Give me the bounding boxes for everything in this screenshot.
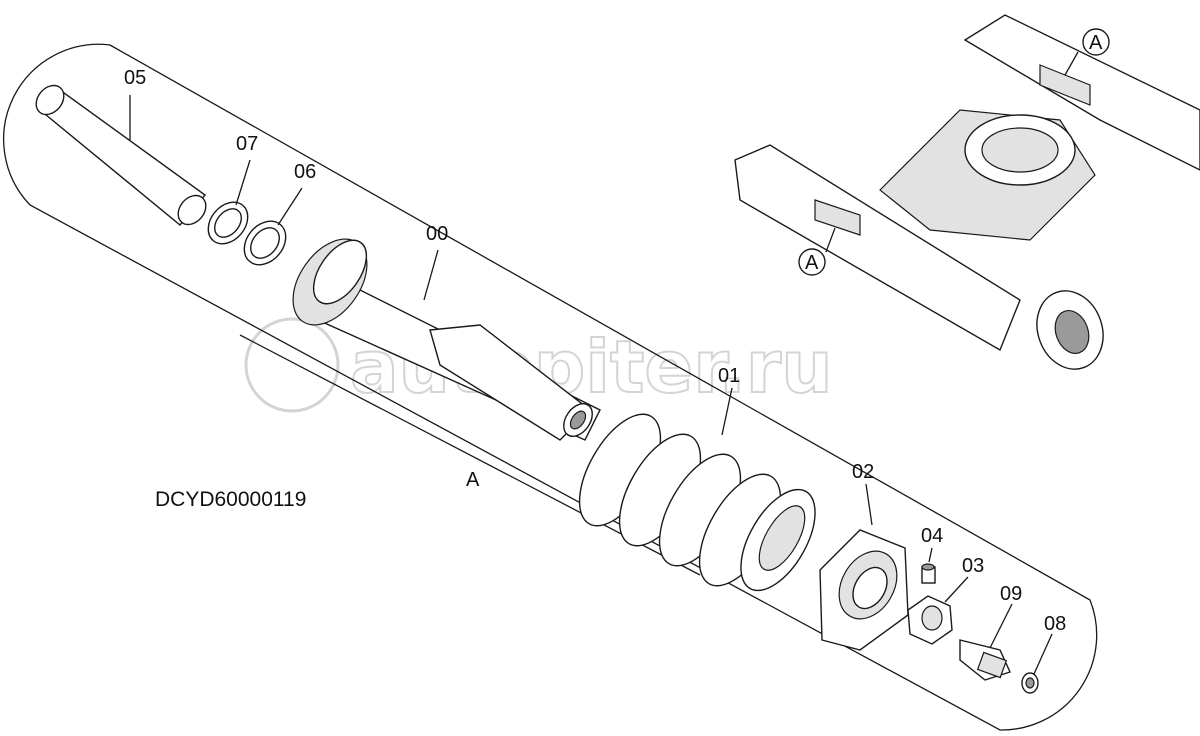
watermark-logo-icon: [244, 317, 340, 413]
callout-marker-bottom: A: [798, 248, 826, 276]
part-09-valve: [959, 603, 1013, 681]
drawing-code: DCYD60000119: [155, 488, 306, 511]
label-part-00: 00: [426, 223, 448, 245]
part-04-cap: [921, 547, 936, 584]
callout-marker-top: A: [1082, 28, 1110, 56]
section-marker: A: [466, 469, 480, 491]
part-05-tube: [35, 84, 207, 226]
part-03-nut: [907, 576, 969, 645]
part-06-ring: [243, 187, 303, 266]
detail-enclosure: [2, 43, 1098, 731]
inset-frame-view: [734, 14, 1200, 370]
label-part-06: 06: [294, 161, 316, 183]
part-00-rod: [292, 238, 601, 441]
part-07-ring: [207, 159, 251, 245]
label-part-05: 05: [124, 67, 146, 89]
svg-text:A: A: [805, 252, 819, 274]
part-01-spring: [578, 387, 816, 592]
svg-text:A: A: [1089, 32, 1103, 54]
part-02-bracket: [819, 483, 909, 651]
label-part-02: 02: [852, 461, 874, 483]
label-part-01: 01: [718, 365, 740, 387]
label-part-04: 04: [921, 525, 943, 547]
label-part-07: 07: [236, 133, 258, 155]
part-08-fitting: [1021, 633, 1053, 694]
label-part-09: 09: [1000, 583, 1022, 605]
label-part-03: 03: [962, 555, 984, 577]
label-part-08: 08: [1044, 613, 1066, 635]
